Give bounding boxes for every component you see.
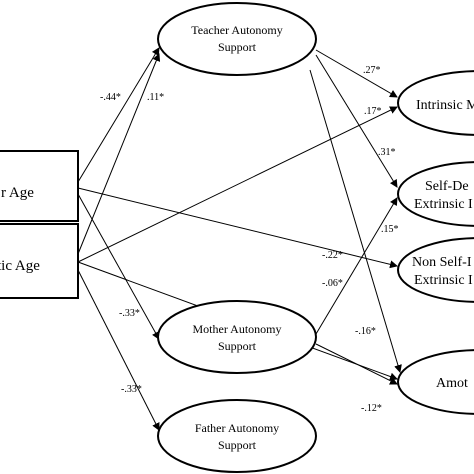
- coef-top-mother: -.33*: [119, 308, 140, 319]
- arrow-top-to-mother: [77, 193, 160, 340]
- coef-mother-selfdet: .15*: [381, 224, 399, 235]
- node-amotivation: [397, 349, 474, 415]
- arrow-mother-to-amot: [315, 343, 398, 385]
- node-self-det-line1: Self-De: [425, 179, 469, 194]
- box-age-top-label: r Age: [1, 185, 34, 201]
- node-father-line2: Support: [218, 438, 257, 452]
- node-mother-line1: Mother Autonomy: [193, 322, 282, 336]
- node-mother-line2: Support: [218, 339, 257, 353]
- node-non-self-determined: [397, 237, 474, 303]
- box-age-bottom: [0, 223, 79, 299]
- coef-top-teacher: -.44*: [100, 92, 121, 103]
- arrow-bottom-to-teacher: [77, 53, 161, 255]
- arrow-bottom-to-father: [77, 269, 160, 431]
- node-mother-autonomy: [157, 300, 317, 374]
- arrow-bottom-to-intrinsic: [77, 106, 398, 263]
- node-non-self-line2: Extrinsic I: [414, 273, 473, 288]
- node-teacher-line2: Support: [218, 40, 257, 54]
- node-self-det-line2: Extrinsic I: [414, 197, 473, 212]
- coef-teacher-selfdet: .31*: [378, 147, 396, 158]
- node-father-autonomy: [157, 399, 317, 473]
- node-teacher-autonomy: [157, 2, 317, 76]
- coef-bottom-amot: -.06*: [322, 278, 343, 289]
- coef-bottom-teacher: .11*: [147, 92, 164, 103]
- arrow-teacher-to-amot: [309, 69, 402, 373]
- node-father-line1: Father Autonomy: [195, 421, 279, 435]
- node-amot-line1: Amot: [436, 376, 468, 391]
- coef-bottom-father: -.33*: [121, 384, 142, 395]
- arrow-teacher-to-intrinsic: [315, 49, 398, 98]
- coef-teacher-amot: -.16*: [355, 326, 376, 337]
- coef-teacher-intrinsic: .27*: [363, 65, 381, 76]
- coef-mother-amot: -.12*: [361, 403, 382, 414]
- box-age-top: [0, 150, 79, 222]
- arrow-teacher-to-selfdet: [315, 54, 398, 188]
- node-non-self-line1: Non Self-I: [412, 255, 472, 270]
- arrow-top-to-teacher: [77, 47, 160, 183]
- node-self-determined: [397, 161, 474, 227]
- arrow-top-to-nonself: [77, 187, 398, 269]
- box-age-bottom-label: tic Age: [0, 258, 40, 274]
- node-teacher-line1: Teacher Autonomy: [191, 23, 282, 37]
- coef-top-nonself: -.22*: [322, 250, 343, 261]
- node-intrinsic-line1: Intrinsic M: [416, 98, 474, 113]
- arrow-mother-to-selfdet: [315, 197, 398, 335]
- node-intrinsic: [397, 70, 474, 136]
- coef-bottom-intrinsic: .17*: [364, 106, 382, 117]
